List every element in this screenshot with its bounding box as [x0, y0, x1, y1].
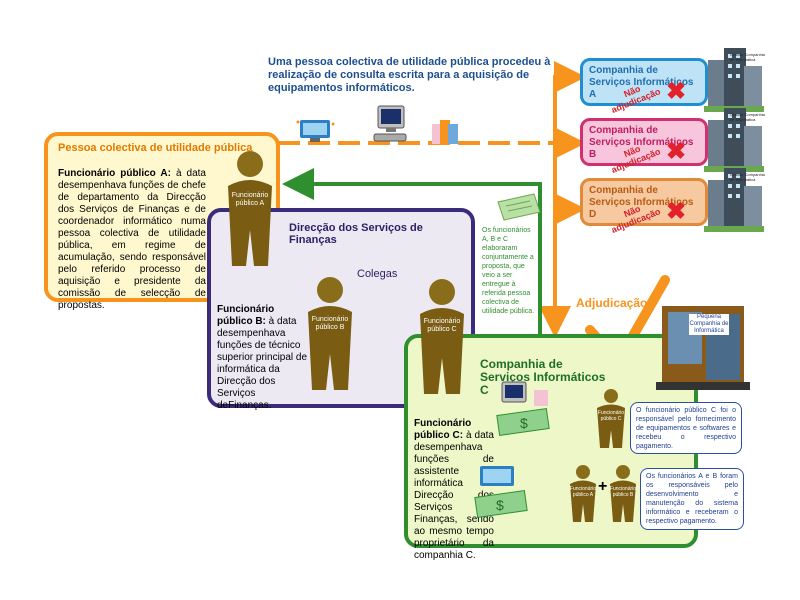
building-d-icon — [704, 166, 764, 232]
company-c-description: Funcionário público C: à data desempenha… — [414, 418, 494, 562]
figure-a-label: Funcionário público A — [231, 192, 269, 207]
svg-text:$: $ — [520, 415, 528, 431]
figure-funcionario-b: Funcionário público B — [302, 276, 358, 392]
small-figure-a: Funcionário público A — [568, 464, 598, 524]
funcionario-a-label: Funcionário público A: — [58, 168, 171, 179]
funcionario-b-label: Funcionário público B: — [217, 304, 275, 327]
funcionario-c-label: Funcionário público C: — [414, 418, 472, 441]
figure-funcionario-a: Funcionário público A — [222, 150, 278, 268]
documents-icon — [430, 118, 460, 146]
colegas-label: Colegas — [357, 268, 398, 280]
monitor-icon — [296, 118, 336, 144]
funcionario-c-text: à data desempenhava funções de assistent… — [414, 430, 494, 561]
funcionario-b-text: à data desempenhava funções de técnico s… — [217, 316, 308, 411]
figure-b-label: Funcionário público B — [311, 316, 349, 331]
small-figure-b-label: Funcionário público B — [609, 486, 637, 498]
company-d-x-icon: ✖ — [666, 198, 687, 225]
company-d-box: Companhia de Serviços Informáticos D — [580, 178, 708, 226]
figure-c-label: Funcionário público C — [423, 318, 461, 333]
company-b-box: Companhia de Serviços Informáticos B — [580, 118, 708, 166]
money-computer-icon: $ — [494, 378, 558, 442]
proposal-document-icon — [494, 192, 542, 222]
company-a-name: Companhia de Serviços Informáticos A — [589, 65, 694, 100]
dsf-title: Direcção dos Serviços de Finanças — [289, 222, 423, 246]
pessoa-colectiva-title: Pessoa colectiva de utilidade pública — [58, 142, 253, 154]
proposal-note: Os funcionários A, B e C elaboraram conj… — [482, 227, 535, 315]
money-monitor-icon: $ — [472, 462, 534, 524]
funcionario-a-text: à data desempenhava funções de chefe de … — [58, 168, 206, 311]
info-box-ab: Os funcionários A e B foram os responsáv… — [640, 468, 744, 530]
figure-funcionario-c: Funcionário público C — [414, 278, 470, 396]
small-figure-c: Funcionário público C — [594, 388, 628, 450]
small-figure-a-label: Funcionário público A — [569, 486, 597, 498]
small-company-shop-icon — [656, 300, 750, 392]
company-c-title: Companhia de Serviços Informáticos C — [480, 357, 606, 397]
adjudicacao-label: Adjudicação — [576, 296, 648, 310]
info-box-c: O funcionário público C foi o responsáve… — [630, 402, 742, 454]
company-d-name: Companhia de Serviços Informáticos D — [589, 185, 694, 220]
building-d-tag: Grande Companhia de Informática — [730, 172, 765, 182]
building-b-icon — [704, 106, 764, 172]
plus-sign: + — [598, 478, 608, 495]
small-figure-b: Funcionário público B — [608, 464, 638, 524]
header-text: Uma pessoa colectiva de utilidade públic… — [268, 56, 551, 94]
company-a-x-icon: ✖ — [666, 78, 687, 105]
company-b-x-icon: ✖ — [666, 138, 687, 165]
small-company-label: Pequena Companhia de Informática — [689, 314, 729, 335]
dsf-description: Funcionário público B: à data desempenha… — [217, 304, 309, 412]
company-a-box: Companhia de Serviços Informáticos A — [580, 58, 708, 106]
computer-icon — [370, 104, 410, 144]
pessoa-colectiva-description: Funcionário público A: à data desempenha… — [58, 168, 206, 312]
svg-text:$: $ — [496, 497, 504, 513]
small-figure-c-label: Funcionário público C — [597, 410, 625, 422]
building-a-tag: Grande Companhia de Informática — [730, 52, 765, 62]
company-b-name: Companhia de Serviços Informáticos B — [589, 125, 694, 160]
building-b-tag: Grande Companhia de Informática — [730, 112, 765, 122]
